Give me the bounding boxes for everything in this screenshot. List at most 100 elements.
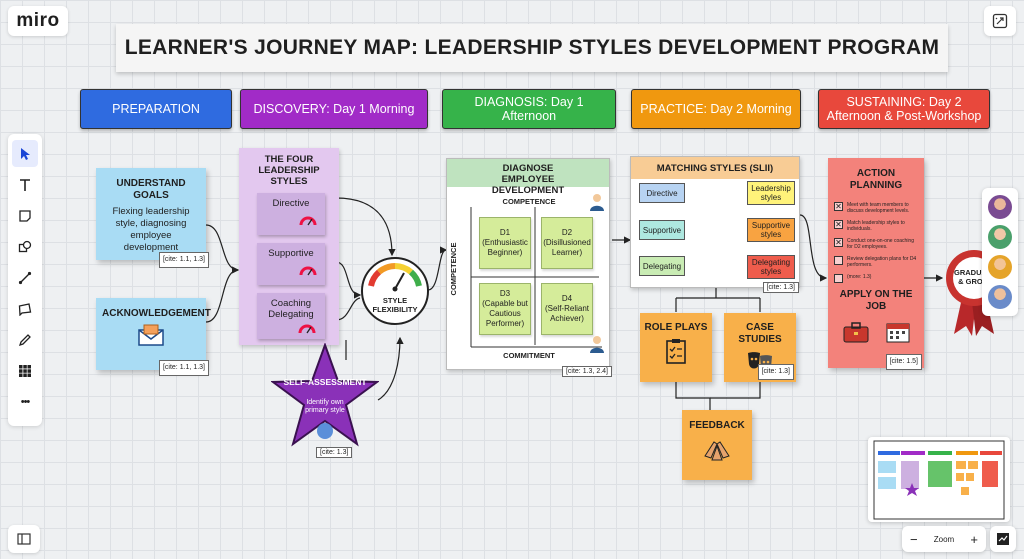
person-icon [589,193,605,211]
avatar[interactable] [988,225,1012,249]
calendar-icon [886,321,910,343]
checklist-item[interactable]: (more: 1.3) [834,274,918,283]
axis-bottom: COMMITMENT [447,351,611,360]
frame-title: ACTION PLANNING [834,168,918,192]
frame-matching-styles[interactable]: MATCHING STYLES (SLII) Directive Support… [630,156,800,288]
style-coaching-delegating[interactable]: Coaching Delegating [257,293,325,339]
connector-icon[interactable] [12,264,38,291]
minimap[interactable] [868,437,1010,522]
gauge-label: STYLE FLEXIBILITY [360,296,430,314]
citation: [cite: 1.1, 1.3] [159,252,209,268]
match-label: Directive [646,189,677,198]
checkbox-icon[interactable] [834,256,843,265]
match-right-supportive[interactable]: Supportive styles [747,218,795,242]
text-icon[interactable] [12,171,38,198]
checklist-item-text: Conduct one-on-one coaching for D2 emplo… [847,238,918,250]
left-toolbar: ••• [8,134,42,426]
frame-action-planning[interactable]: ACTION PLANNING ✕ Meet with team members … [828,158,924,368]
checklist-item-text: Match leadership styles to individuals. [847,220,918,232]
gauge-icon [298,322,316,334]
quadrant-desc: (Disillusioned Learner) [542,238,592,258]
quadrant-code: D3 [480,289,530,299]
comment-icon[interactable] [12,295,38,322]
self-assessment-star[interactable]: SELF-ASSESSMENT Identify own primary sty… [271,343,379,449]
checkbox-icon[interactable] [834,274,843,283]
checklist-item[interactable]: ✕ Meet with team members to discuss devel… [834,202,918,214]
avatar[interactable] [988,195,1012,219]
sticky-note-icon[interactable] [12,202,38,229]
checklist-item-text: Review delegation plans for D4 performer… [847,256,918,268]
match-left-directive[interactable]: Directive [639,183,685,203]
minimap-preview [868,437,1010,522]
citation: [cite: 1.3, 2.4] [562,366,612,377]
sticky-acknowledgement[interactable]: ACKNOWLEDGEMENT [cite: 1.1, 1.3] [96,298,206,370]
checklist: ✕ Meet with team members to discuss devel… [834,202,918,283]
apply-title: APPLY ON THE JOB [834,289,918,313]
quadrant-code: D1 [480,228,530,238]
sticky-title: ACKNOWLEDGEMENT [102,308,200,320]
fit-to-screen-icon[interactable] [990,526,1016,552]
more-icon[interactable]: ••• [12,388,38,415]
style-label: Directive [257,198,325,209]
frames-icon[interactable] [12,357,38,384]
hands-icon [702,436,732,462]
citation: [cite: 1.5] [886,354,922,370]
match-label: Leadership styles [748,184,794,202]
style-directive[interactable]: Directive [257,193,325,235]
pen-icon[interactable] [12,326,38,353]
quadrant-desc: (Self-Reliant Achiever) [542,304,592,324]
citation: [cite: 1.1, 1.3] [159,360,209,376]
zoom-out-button[interactable]: − [910,532,918,547]
clipboard-icon [665,338,687,364]
quadrant-d4[interactable]: D4(Self-Reliant Achiever) [541,283,593,335]
zoom-label: Zoom [934,535,954,544]
checklist-item-text: Meet with team members to discuss develo… [847,202,918,214]
style-label: Coaching Delegating [259,298,323,320]
checklist-item[interactable]: ✕ Match leadership styles to individuals. [834,220,918,232]
citation: [cite: 1.3] [763,282,799,293]
frame-four-styles[interactable]: THE FOUR LEADERSHIP STYLES Directive Sup… [239,148,339,345]
collaborators-panel [982,188,1018,316]
checklist-item[interactable]: Review delegation plans for D4 performer… [834,256,918,268]
quadrant-d1[interactable]: D1(Enthusiastic Beginner) [479,217,531,269]
select-icon[interactable] [12,140,38,167]
gauge-icon [299,264,317,276]
match-label: Supportive styles [748,221,794,239]
quadrant-d2[interactable]: D2(Disillusioned Learner) [541,217,593,269]
frame-title: THE FOUR LEADERSHIP STYLES [243,154,335,187]
quadrant-code: D2 [542,228,592,238]
sticky-role-plays[interactable]: ROLE PLAYS [640,313,712,382]
shapes-icon[interactable] [12,233,38,260]
quadrant-desc: (Enthusiastic Beginner) [480,238,530,258]
panel-toggle-icon[interactable] [8,525,40,553]
match-right-leadership[interactable]: Leadership styles [747,181,795,205]
frame-header: MATCHING STYLES (SLII) [631,157,799,179]
frame-diagnose[interactable]: DIAGNOSE EMPLOYEE DEVELOPMENT COMPETENCE… [446,158,610,370]
checkbox-checked-icon[interactable]: ✕ [834,238,843,247]
match-right-delegating[interactable]: Delegating styles [747,255,795,279]
briefcase-icon [843,321,869,343]
checkbox-checked-icon[interactable]: ✕ [834,220,843,229]
checkbox-checked-icon[interactable]: ✕ [834,202,843,211]
sticky-title: ROLE PLAYS [640,322,712,334]
style-supportive[interactable]: Supportive [257,243,325,285]
match-left-delegating[interactable]: Delegating [639,256,685,276]
sticky-understand-goals[interactable]: UNDERSTAND GOALS Flexing leadership styl… [96,168,206,260]
match-label: Delegating styles [748,258,794,276]
citation: [cite: 1.3] [758,364,794,380]
zoom-controls: − Zoom + [902,526,986,552]
style-flexibility-gauge[interactable]: STYLE FLEXIBILITY [360,256,430,326]
quadrant-d3[interactable]: D3(Capable but Cautious Performer) [479,283,531,335]
star-title: SELF-ASSESSMENT [271,377,379,387]
sticky-case-studies[interactable]: CASE STUDIES [cite: 1.3] [724,313,796,382]
star-body: Identify own primary style [299,399,351,415]
checklist-item[interactable]: ✕ Conduct one-on-one coaching for D2 empl… [834,238,918,250]
avatar[interactable] [988,285,1012,309]
sticky-feedback[interactable]: FEEDBACK [682,410,752,480]
person-icon [589,335,605,353]
match-left-supportive[interactable]: Supportive [639,220,685,240]
avatar[interactable] [988,255,1012,279]
zoom-in-button[interactable]: + [970,532,978,547]
gauge-icon [299,214,317,226]
match-label: Delegating [643,262,681,271]
